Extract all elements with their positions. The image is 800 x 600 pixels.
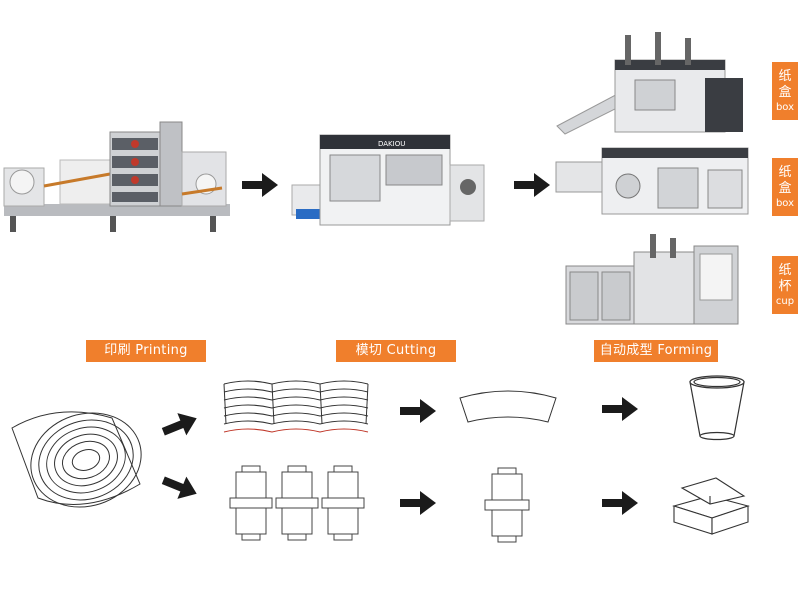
printed-box-blank-sheet (228, 464, 368, 544)
formed-paper-cup (684, 372, 750, 442)
cup-fan-pattern-icon (223, 380, 369, 433)
tag-char: 盒 (778, 180, 792, 196)
cut-box-blank (482, 466, 532, 544)
box-blank-icon (484, 467, 530, 543)
product-tag-cup: 纸 杯 cup (772, 256, 798, 314)
arrow-right-icon (600, 488, 640, 518)
flexo-printing-machine-icon (3, 121, 230, 232)
stage-label-printing: 印刷 Printing (86, 340, 206, 362)
product-tag-box-1: 纸 盒 box (772, 62, 798, 120)
tag-char: 盒 (778, 84, 792, 100)
paper-box-forming-machine-icon (556, 32, 743, 135)
arrow-down-right-icon (160, 472, 200, 502)
cup-forming-machine (560, 232, 745, 330)
stage-label-cutting: 模切 Cutting (336, 340, 456, 362)
cut-cup-fan (456, 390, 560, 426)
printing-machine (0, 112, 235, 237)
tag-char: 杯 (778, 278, 792, 294)
arrow-right-icon (398, 488, 438, 518)
arrow-right-icon (240, 170, 280, 200)
paper-box-forming-machine-icon (555, 147, 749, 215)
box-forming-machine-1 (555, 30, 750, 138)
box-blank-pattern-icon (229, 465, 365, 541)
tag-char: 纸 (778, 164, 792, 180)
paper-cup-forming-machine-icon (565, 234, 739, 325)
arrow-right-icon (512, 170, 552, 200)
arrow-up-right-icon (160, 410, 200, 440)
product-tag-box-2: 纸 盒 box (772, 158, 798, 216)
paper-roll-icon (11, 411, 142, 508)
tag-char: 纸 (778, 68, 792, 84)
paper-roll (2, 398, 152, 518)
machine-brand-text: DAKIOU (378, 140, 405, 148)
arrow-right-icon (398, 396, 438, 426)
box-forming-machine-2 (548, 140, 753, 222)
formed-paper-box (668, 474, 752, 538)
tag-en: box (775, 197, 795, 209)
paper-cup-icon (689, 375, 745, 441)
stage-label-forming: 自动成型 Forming (594, 340, 718, 362)
arrow-right-icon (600, 394, 640, 424)
die-cutting-machine: DAKIOU (290, 125, 490, 230)
printed-cup-fan-sheet (220, 378, 372, 440)
tag-en: cup (775, 295, 795, 307)
cup-fan-icon (459, 390, 557, 423)
die-cutting-machine-icon: DAKIOU (291, 134, 485, 226)
tag-en: box (775, 101, 795, 113)
tag-char: 纸 (778, 262, 792, 278)
paper-box-icon (672, 477, 750, 535)
